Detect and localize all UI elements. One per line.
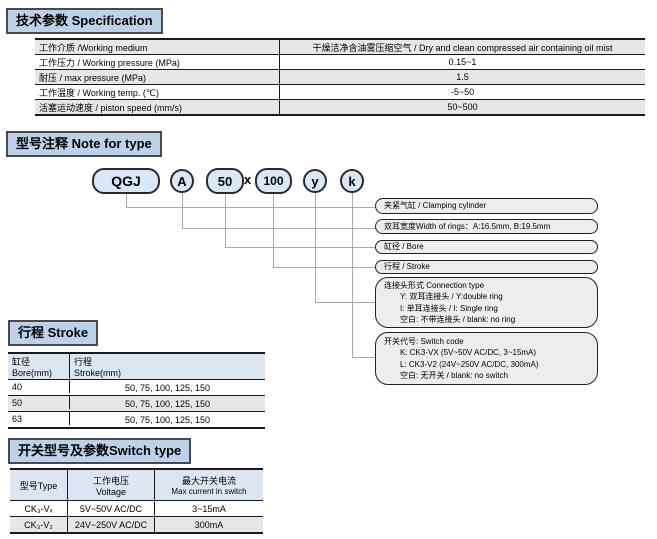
- spec-label: 工作介质 /Working medium: [35, 40, 280, 54]
- connector-line: [225, 247, 375, 248]
- callout-clamping-cylinder: 夹紧气缸 / Clamping cylinder: [375, 198, 598, 214]
- connector-line: [126, 207, 375, 208]
- model-part-switch: k: [340, 169, 364, 193]
- connector-line: [126, 194, 127, 207]
- spec-label: 活塞运动速度 / piston speed (mm/s): [35, 100, 280, 114]
- table-row: CK₃-V₂ 24V~250V AC/DC 300mA: [10, 517, 263, 532]
- table-header-row: 型号Type 工作电压 Voltage 最大开关电流 Max current i…: [10, 470, 263, 501]
- spec-label: 工作温度 / Working temp. (℃): [35, 85, 280, 99]
- section-title-specification: 技术参数 Specification: [6, 8, 163, 34]
- table-row: CK₃-Vₓ 5V~50V AC/DC 3~15mA: [10, 501, 263, 517]
- table-row: 40 50, 75, 100, 125, 150: [8, 380, 265, 396]
- spec-value: 50~500: [447, 102, 478, 112]
- table-row: 工作温度 / Working temp. (℃) -5~50: [35, 85, 645, 100]
- connector-line: [225, 194, 226, 247]
- column-header-max-current: 最大开关电流 Max current in switch: [171, 476, 247, 496]
- table-row: 工作介质 /Working medium 干燥洁净含油雾压缩空气 / Dry a…: [35, 40, 645, 55]
- specification-table: 工作介质 /Working medium 干燥洁净含油雾压缩空气 / Dry a…: [35, 38, 645, 116]
- spec-value: 干燥洁净含油雾压缩空气 / Dry and clean compressed a…: [312, 42, 613, 53]
- connector-line: [273, 267, 375, 268]
- table-header-row: 缸径 Bore(mm) 行程 Stroke(mm): [8, 354, 265, 380]
- spec-value: 0.15~1: [448, 57, 477, 67]
- table-row: 工作压力 / Working pressure (MPa) 0.15~1: [35, 55, 645, 70]
- connector-line: [273, 194, 274, 267]
- section-title-switch-type: 开关型号及参数Switch type: [8, 438, 192, 464]
- connector-line: [352, 193, 353, 357]
- spec-label: 耐压 / max pressure (MPa): [35, 70, 280, 84]
- callout-switch-code: 开关代号: Switch code K: CK3-VX (5V~50V AC/D…: [375, 332, 598, 385]
- section-title-note-for-type: 型号注释 Note for type: [6, 131, 162, 157]
- table-row: 50 50, 75, 100, 125, 150: [8, 396, 265, 412]
- callout-connection-type: 连接头形式 Connection type Y: 双耳连接头 / Y:doubl…: [375, 277, 598, 328]
- callout-stroke: 行程 / Stroke: [375, 260, 598, 274]
- table-row: 耐压 / max pressure (MPa) 1.5: [35, 70, 645, 85]
- switch-type-table: 型号Type 工作电压 Voltage 最大开关电流 Max current i…: [10, 468, 263, 534]
- column-header-bore: 缸径 Bore(mm): [8, 354, 70, 379]
- spec-value: -5~50: [450, 87, 475, 97]
- table-row: 63 50, 75, 100, 125, 150: [8, 412, 265, 427]
- model-separator: x: [244, 172, 252, 187]
- callout-ring-width: 双耳宽度Width of rings：A:16.5mm, B:19.5mm: [375, 219, 598, 234]
- table-row: 活塞运动速度 / piston speed (mm/s) 50~500: [35, 100, 645, 114]
- spec-label: 工作压力 / Working pressure (MPa): [35, 55, 280, 69]
- column-header-voltage: 工作电压 Voltage: [68, 470, 155, 500]
- column-header-stroke: 行程 Stroke(mm): [74, 357, 121, 378]
- model-part-stroke: 100: [255, 168, 292, 194]
- model-part-series: QGJ: [92, 168, 160, 194]
- spec-value: 1.5: [456, 72, 469, 82]
- model-part-bore: 50: [206, 168, 244, 194]
- model-part-ring-width: A: [170, 169, 194, 193]
- connector-line: [315, 302, 375, 303]
- connector-line: [182, 193, 183, 228]
- stroke-table: 缸径 Bore(mm) 行程 Stroke(mm) 40 50, 75, 100…: [8, 352, 265, 429]
- callout-bore: 缸径 / Bore: [375, 240, 598, 254]
- connector-line: [352, 357, 375, 358]
- column-header-type: 型号Type: [10, 470, 68, 500]
- section-title-stroke: 行程 Stroke: [8, 320, 99, 346]
- model-part-connection: y: [303, 169, 327, 193]
- connector-line: [182, 228, 375, 229]
